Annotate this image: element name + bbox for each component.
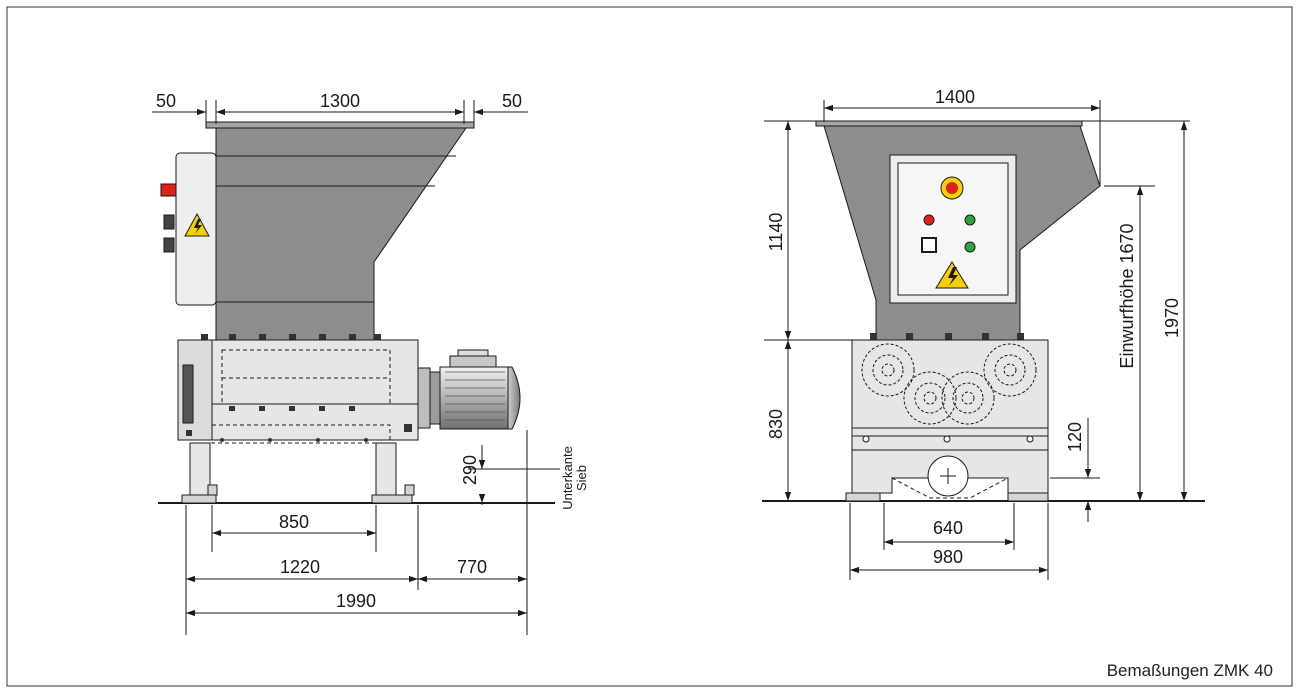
- screen-label-line2: Sieb: [574, 465, 589, 491]
- warning-icon: [935, 261, 969, 289]
- side-leg-left: [189, 442, 211, 496]
- indicator-lamp-icon: [964, 241, 976, 253]
- front-dimensions: [764, 100, 1190, 580]
- rotor-icon: [861, 343, 1037, 425]
- side-view: [158, 121, 555, 504]
- dim-screen-height: 290: [460, 455, 480, 485]
- indicator-lamp-icon: [964, 214, 976, 226]
- side-dimension-labels: 50 1300 50 850 1220 770 1990 290 Unterka…: [156, 91, 589, 611]
- switch-icon: [163, 237, 175, 253]
- motor-icon: [417, 349, 521, 430]
- dim-hopper-height: 1140: [766, 213, 786, 252]
- side-hopper-flange: [205, 121, 475, 129]
- dim-feed-height: Einwurfhöhe 1670: [1117, 223, 1137, 368]
- emergency-stop-icon: [160, 183, 177, 197]
- front-view: [762, 120, 1205, 502]
- selector-switch-icon: [921, 237, 937, 253]
- side-hopper: [215, 127, 467, 341]
- front-dimension-labels: 1400 1140 830 Einwurfhöhe 1670 1970 120 …: [766, 87, 1182, 567]
- warning-icon: [184, 212, 210, 237]
- dim-leg-span: 850: [279, 512, 309, 532]
- figure-caption: Bemaßungen ZMK 40: [1106, 661, 1273, 680]
- indicator-lamp-icon: [923, 214, 935, 226]
- dim-top-width: 1300: [320, 91, 360, 111]
- screen-label-line1: Unterkante: [560, 446, 575, 510]
- side-cutting-body: [211, 339, 419, 441]
- dim-total-height: 1970: [1162, 298, 1182, 338]
- dim-motor-length: 770: [457, 557, 487, 577]
- frame-border: [6, 6, 1293, 687]
- side-leg-right: [375, 442, 397, 496]
- dim-hopper-width: 1400: [935, 87, 975, 107]
- dim-total-length: 1990: [336, 591, 376, 611]
- dim-top-left-margin: 50: [156, 91, 176, 111]
- dim-ground-clearance: 120: [1065, 422, 1085, 452]
- dim-base-length: 1220: [280, 557, 320, 577]
- dim-body-height: 830: [766, 409, 786, 439]
- dim-top-right-margin: 50: [502, 91, 522, 111]
- dim-outer-leg-span: 980: [933, 547, 963, 567]
- switch-icon: [163, 214, 175, 230]
- side-dimensions: [152, 100, 560, 635]
- dim-inner-leg-span: 640: [933, 518, 963, 538]
